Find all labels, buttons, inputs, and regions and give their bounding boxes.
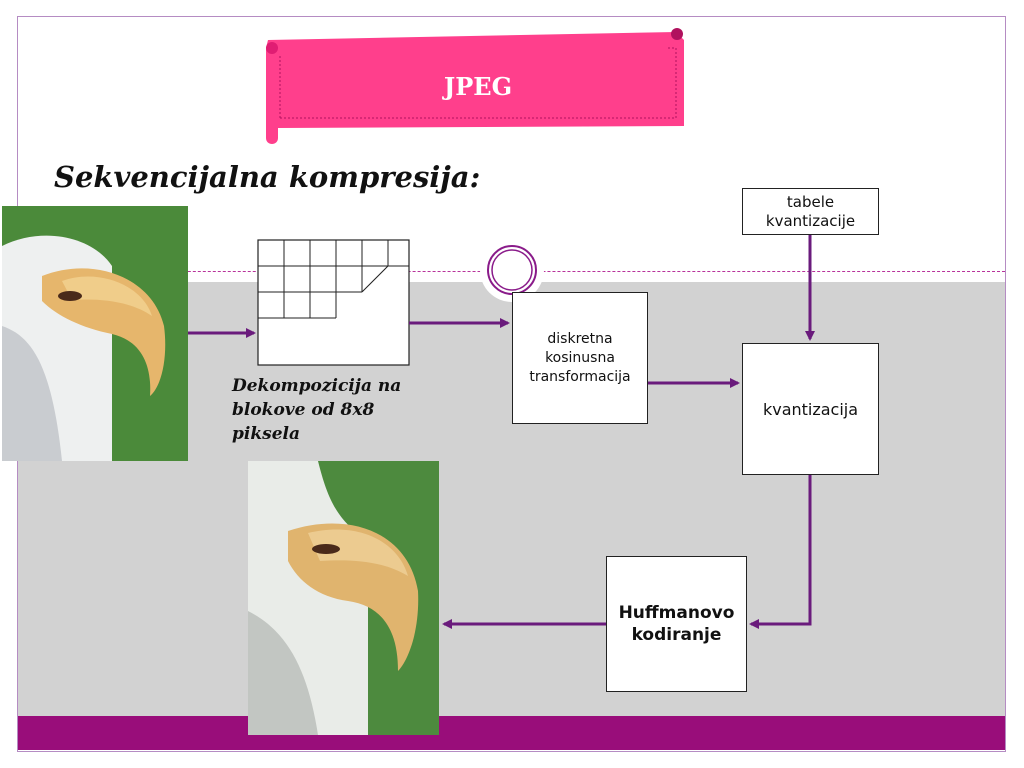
banner-title: JPEG (443, 71, 513, 101)
quantization-box: kvantizacija (742, 343, 879, 475)
quantization-tables-box: tabele kvantizacije (742, 188, 879, 235)
tables-line-2: kvantizacije (765, 211, 856, 230)
huffman-box: Huffmanovo kodiranje (606, 556, 747, 692)
arrow-quant-to-huffman (749, 475, 812, 629)
eagle-photo-original (2, 206, 188, 461)
eagle-image-icon (2, 206, 188, 461)
dct-line-2: kosinusna (545, 349, 615, 366)
eagle-image-compressed-icon (248, 461, 439, 735)
footer-bar (18, 716, 1005, 750)
huffman-line-2: kodiranje (631, 625, 722, 645)
dct-box: diskretna kosinusna transformacija (512, 292, 648, 424)
quantization-label: kvantizacija (762, 399, 859, 419)
slide-heading: Sekvencijalna kompresija: (54, 160, 481, 194)
dct-line-3: transformacija (529, 368, 631, 385)
eagle-photo-compressed (248, 461, 439, 735)
tables-line-1: tabele (786, 192, 835, 211)
caption-line-1: Dekompozicija na (232, 376, 402, 396)
decomposition-caption: Dekompozicija na blokove od 8x8 piksela (232, 374, 452, 446)
caption-line-2: blokove od 8x8 (232, 400, 375, 420)
dct-line-1: diskretna (547, 330, 613, 347)
caption-line-3: piksela (232, 424, 300, 444)
huffman-line-1: Huffmanovo (618, 603, 735, 623)
